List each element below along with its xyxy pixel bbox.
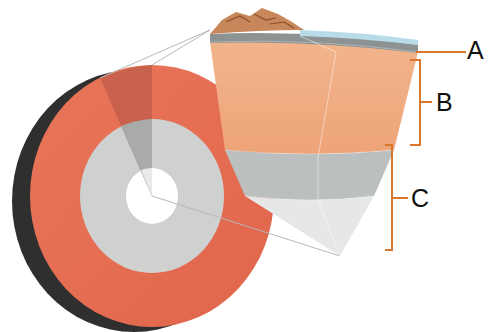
brackets (385, 52, 466, 250)
layer-wedge (210, 8, 418, 256)
layer-label: A (467, 38, 484, 63)
layer-label: C (411, 186, 429, 211)
layer-label: B (436, 90, 453, 115)
